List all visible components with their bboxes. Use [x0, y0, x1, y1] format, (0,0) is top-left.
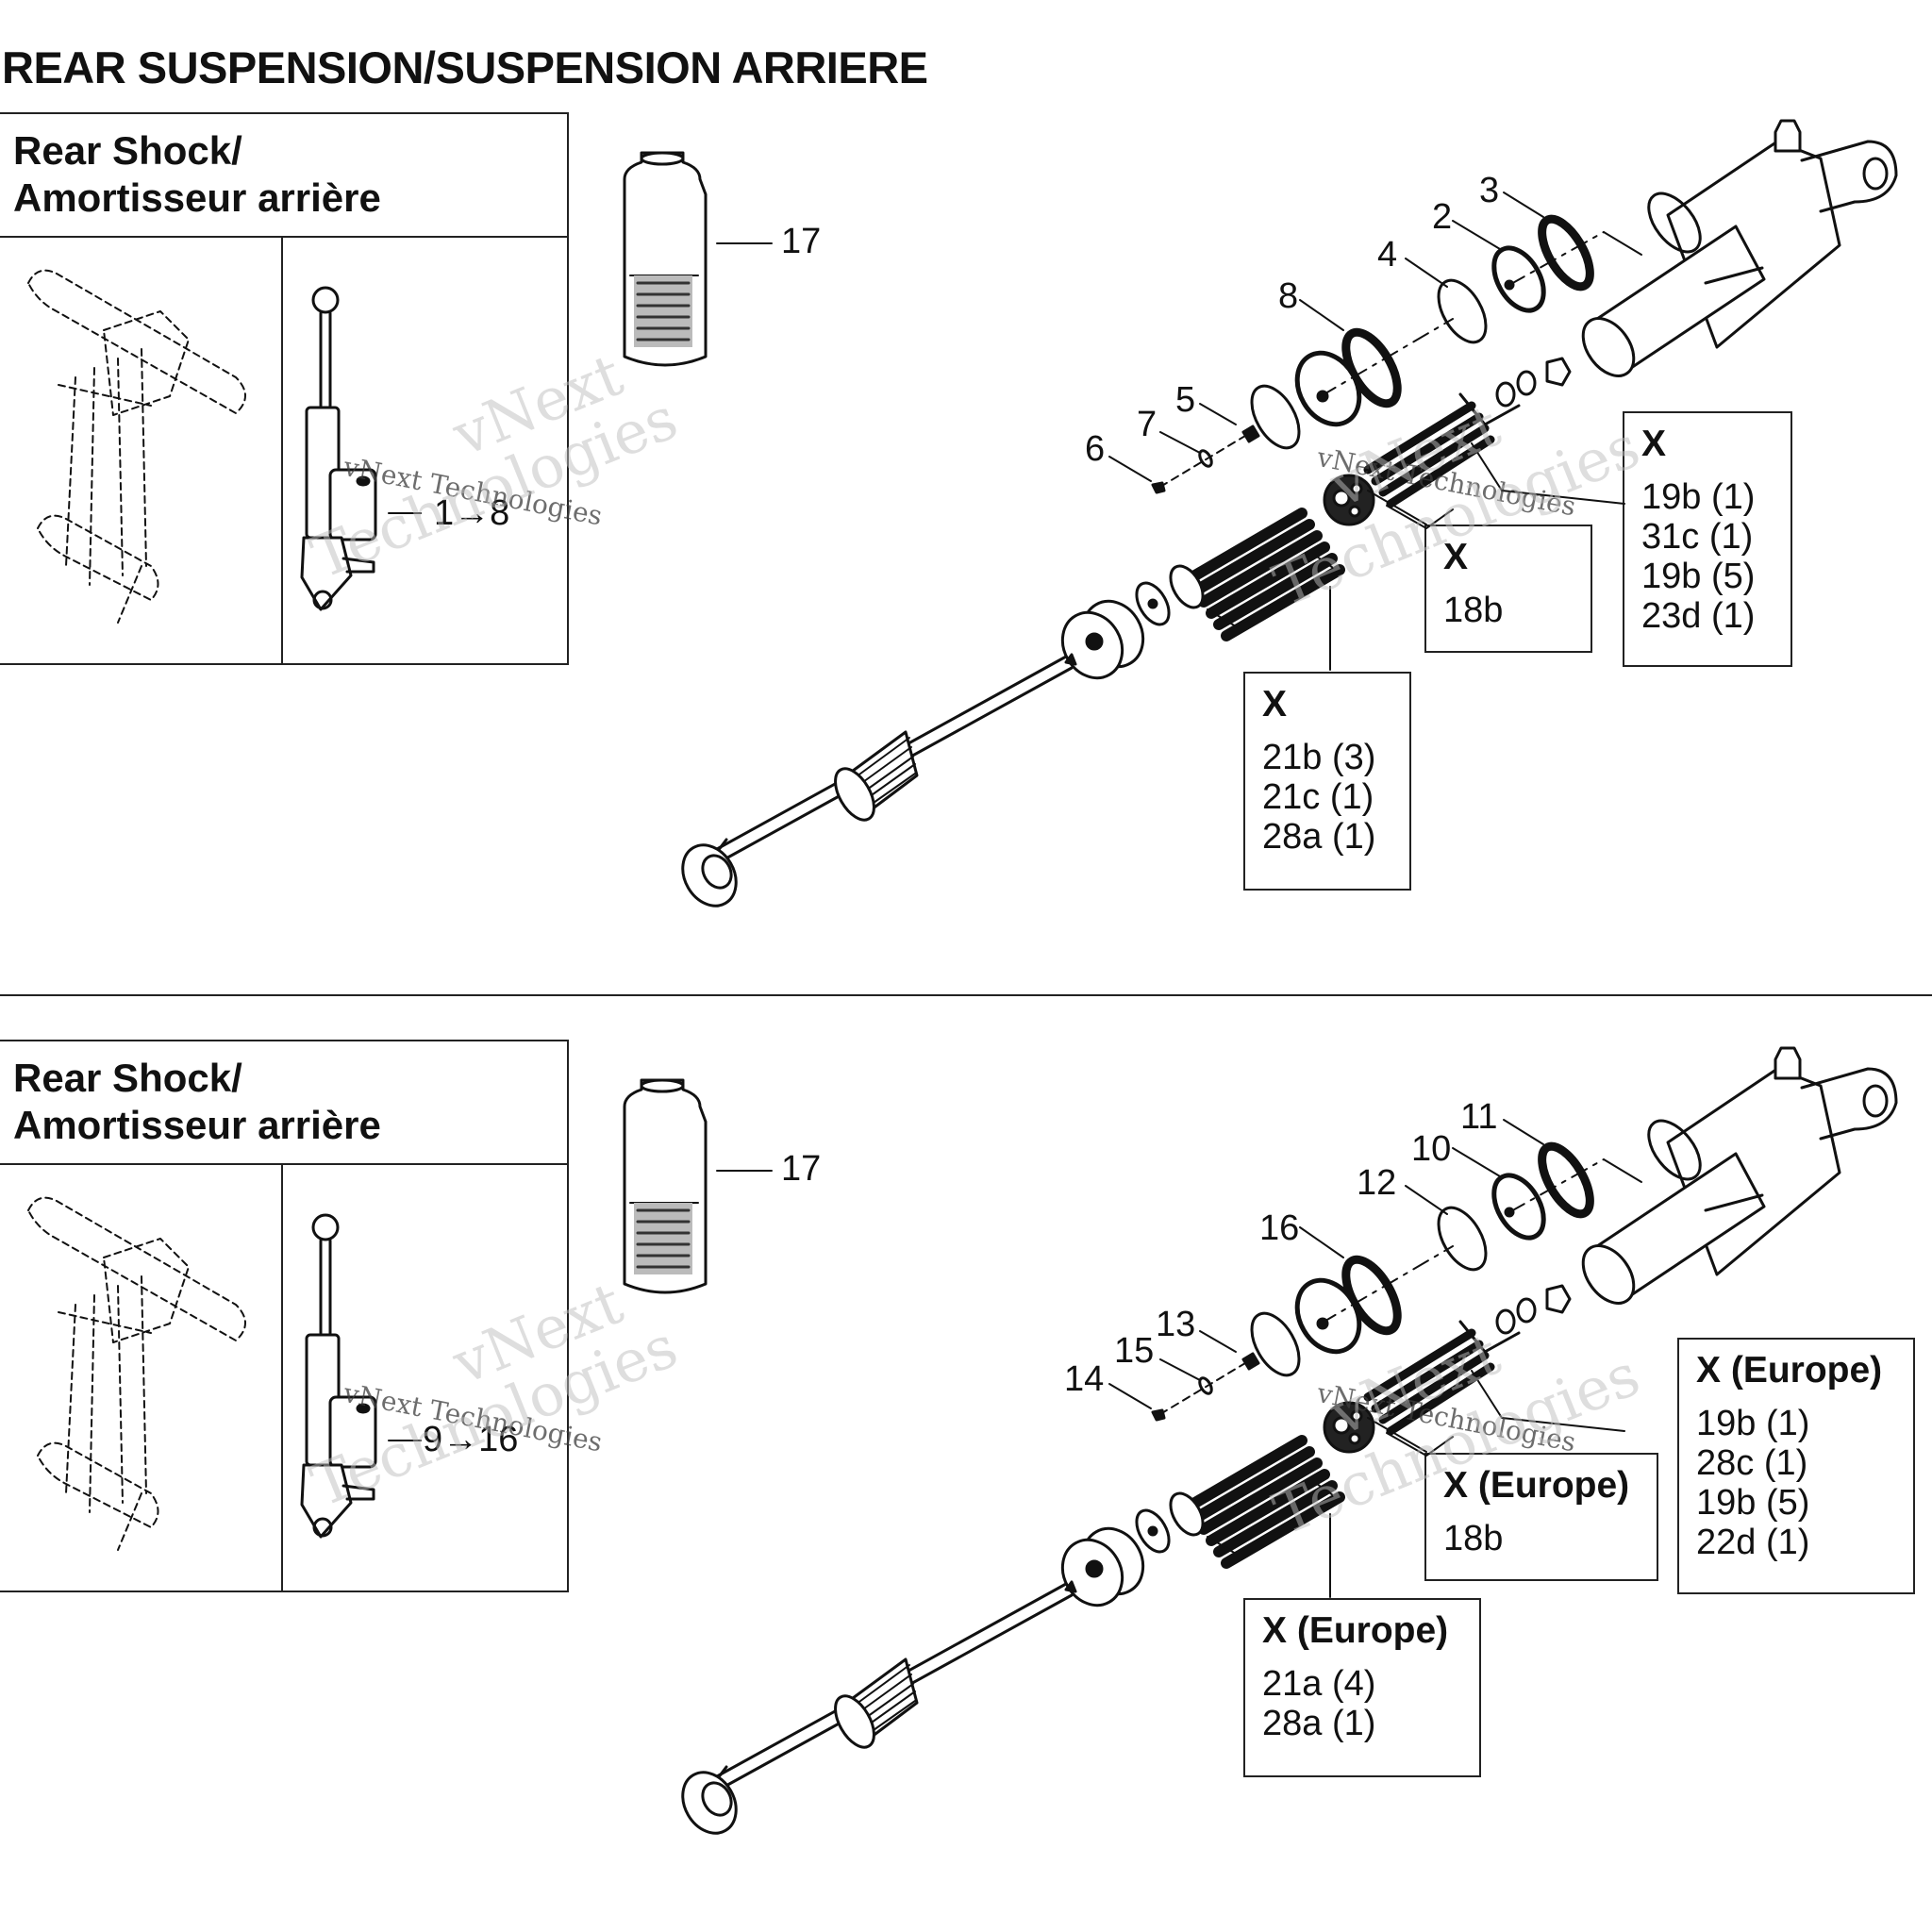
panel-thumbnail-area [0, 236, 567, 665]
callout-8: 8 [1278, 276, 1299, 316]
kit-box-head: X [1262, 684, 1288, 724]
callout-3: 3 [1479, 171, 1500, 210]
callout-2: 2 [1432, 197, 1453, 237]
panel-title-line1: Rear Shock/ [13, 1056, 242, 1100]
panel-title: Rear Shock/ Amortisseur arrière [13, 127, 381, 222]
callout-7: 7 [1137, 405, 1158, 444]
kit-box-head: X [1641, 424, 1667, 464]
callout-14: 14 [1064, 1359, 1105, 1399]
callout-13: 13 [1156, 1305, 1196, 1344]
callout-11: 11 [1460, 1097, 1498, 1137]
kit-line: 28c (1) [1696, 1443, 1808, 1483]
kit-line: 31c (1) [1641, 517, 1754, 557]
assembly-section-2 [28, 1048, 1896, 1842]
kit-line: 22d (1) [1696, 1523, 1810, 1562]
callout-4: 4 [1377, 235, 1398, 275]
kit-line: 19b (5) [1641, 557, 1756, 596]
kit-box-head: X (Europe) [1443, 1465, 1630, 1506]
callout-17: 17 [781, 1149, 822, 1189]
callout-6: 6 [1085, 429, 1106, 469]
kit-line: 23d (1) [1641, 596, 1756, 636]
range-label: 1→8 [434, 493, 510, 533]
panel-title-line2: Amortisseur arrière [13, 1103, 381, 1147]
assembly-section-1 [28, 121, 1896, 915]
callout-12: 12 [1357, 1163, 1397, 1203]
panel-divider [281, 236, 283, 665]
kit-box-piston: X (Europe) 18b [1424, 1453, 1658, 1581]
kit-line: 19b (1) [1641, 477, 1756, 517]
kit-box-valve: X 19b (1) 31c (1) 19b (5) 23d (1) [1623, 411, 1792, 667]
overview-panel: Rear Shock/ Amortisseur arrière [0, 112, 569, 665]
callout-10: 10 [1411, 1129, 1452, 1169]
panel-title-line1: Rear Shock/ [13, 128, 242, 173]
callout-16: 16 [1259, 1208, 1300, 1248]
kit-line: 19b (1) [1696, 1404, 1810, 1443]
panel-thumbnail-area [0, 1163, 567, 1592]
kit-line: 21c (1) [1262, 777, 1374, 817]
kit-box-piston: X 18b [1424, 525, 1592, 653]
kit-line: 28a (1) [1262, 817, 1376, 857]
kit-line: 21b (3) [1262, 738, 1376, 777]
range-label: 9→16 [423, 1420, 519, 1459]
panel-title-line2: Amortisseur arrière [13, 175, 381, 220]
kit-box-shims: X 21b (3) 21c (1) 28a (1) [1243, 672, 1411, 891]
kit-box-head: X (Europe) [1262, 1610, 1449, 1651]
kit-line: 19b (5) [1696, 1483, 1810, 1523]
section-divider [0, 994, 1932, 996]
panel-divider [281, 1163, 283, 1592]
kit-box-head: X (Europe) [1696, 1350, 1883, 1391]
callout-17: 17 [781, 222, 822, 261]
page-title: REAR SUSPENSION/SUSPENSION ARRIERE [2, 42, 928, 92]
kit-line: 21a (4) [1262, 1664, 1376, 1704]
kit-line: 28a (1) [1262, 1704, 1376, 1743]
kit-box-shims: X (Europe) 21a (4) 28a (1) [1243, 1598, 1481, 1777]
kit-box-head: X [1443, 537, 1469, 577]
overview-panel: Rear Shock/ Amortisseur arrière [0, 1040, 569, 1592]
kit-line: 18b [1443, 1519, 1504, 1558]
kit-box-valve: X (Europe) 19b (1) 28c (1) 19b (5) 22d (… [1677, 1338, 1915, 1594]
callout-5: 5 [1175, 380, 1196, 420]
callout-15: 15 [1114, 1331, 1155, 1371]
kit-line: 18b [1443, 591, 1504, 630]
panel-title: Rear Shock/ Amortisseur arrière [13, 1055, 381, 1149]
